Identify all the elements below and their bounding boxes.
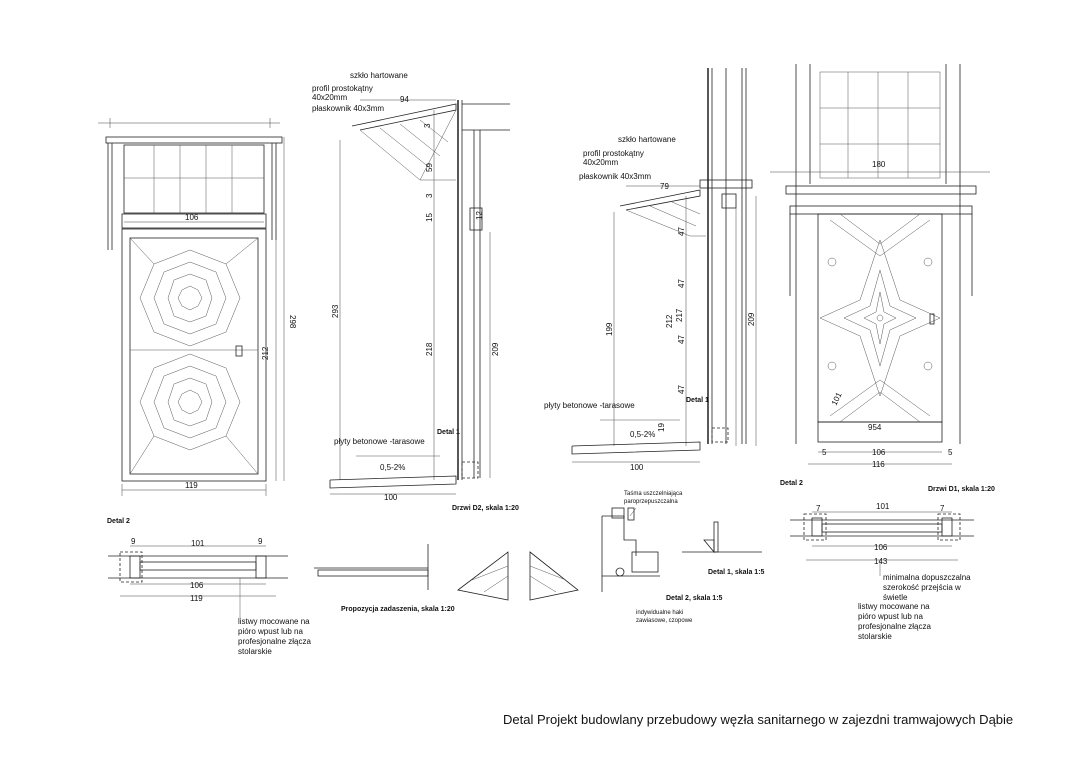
sec-d2-dim-100: 100 (384, 493, 398, 502)
det2r-dim-106: 106 (874, 543, 888, 552)
elev-d2-dim-212: 212 (261, 346, 270, 360)
sec-d1-dim-47a: 47 (677, 227, 686, 236)
roof-proposal: Propozycja zadaszenia, skala 1:20 (314, 544, 579, 613)
roof-proposal-caption: Propozycja zadaszenia, skala 1:20 (341, 606, 455, 613)
sec-d2-caption: Drzwi D2, skala 1:20 (452, 505, 519, 512)
sec-d2-label-flat: płaskownik 40x3mm (312, 104, 384, 113)
det2l-dim-9b: 9 (258, 537, 263, 546)
elev-d1-label-detail2: Detal 2 (780, 480, 803, 487)
det2l-title: Detal 2 (107, 518, 130, 525)
sec-d1-dim-209: 209 (747, 312, 756, 326)
sec-d1-dim-199: 199 (605, 322, 614, 336)
elev-d2-dim-298: 298 (288, 315, 297, 329)
sec-d1-dim-79: 79 (660, 182, 669, 191)
sec-d2-dim-209: 209 (491, 342, 500, 356)
elev-d2-dim-119: 119 (185, 481, 198, 490)
sec-d1-label-slope: 0,5-2% (630, 430, 655, 439)
elev-d1-dim-106: 106 (872, 448, 886, 457)
sec-d2-dim-15: 15 (425, 213, 434, 222)
elev-d1-dim-5a: 5 (822, 448, 827, 457)
det2r-dim-7b: 7 (940, 504, 945, 513)
sec-d2-dim-12: 12 (475, 211, 484, 220)
elev-d1-dim-954: 954 (868, 423, 882, 432)
det-mid-caption-1: Detal 1, skala 1:5 (708, 569, 765, 576)
det-mid-caption-2: Detal 2, skala 1:5 (666, 595, 723, 602)
sec-d1-dim-47c: 47 (677, 335, 686, 344)
det2l-dim-106: 106 (190, 581, 204, 590)
elevation-d1: 180 101 954 5 106 5 116 Detal 2 Drzwi D1… (770, 64, 995, 493)
sec-d1-dim-217: 217 (675, 308, 684, 322)
det2l-dim-119: 119 (190, 594, 203, 603)
elev-d1-dim-5b: 5 (948, 448, 953, 457)
sec-d1-label-glass: szkło hartowane (618, 135, 676, 144)
sec-d1-dim-19: 19 (657, 423, 666, 432)
sec-d2-dim-59: 59 (425, 163, 434, 172)
sec-d2-label-glass: szkło hartowane (350, 71, 408, 80)
elev-d1-dim-180: 180 (872, 160, 886, 169)
sec-d1-dim-47d: 47 (677, 385, 686, 394)
elev-d1-dim-116: 116 (872, 460, 885, 469)
sec-d1-label-slabs: płyty betonowe -tarasowe (544, 401, 635, 410)
sec-d1-dim-100: 100 (630, 463, 644, 472)
elev-d1-caption: Drzwi D1, skala 1:20 (928, 486, 995, 493)
elev-d1-dim-101: 101 (830, 390, 844, 406)
sec-d2-label-slabs: płyty betonowe -tarasowe (334, 437, 425, 446)
sec-d2-label-detail1: Detal 1 (437, 429, 460, 436)
sec-d2-dim-218: 218 (425, 342, 434, 356)
detail2-left: Detal 2 9 101 9 106 119 listwy mocowane … (107, 518, 311, 656)
sheet-title: Detal Projekt budowlany przebudowy węzła… (503, 712, 1014, 727)
sec-d2-dim-3a: 3 (423, 123, 432, 128)
sec-d2-label-slope: 0,5-2% (380, 463, 405, 472)
elev-d2-dim-106: 106 (185, 213, 199, 222)
elevation-d2: 106 119 298 212 (98, 118, 297, 496)
det2r-dim-7a: 7 (816, 504, 821, 513)
sec-d1-dim-212: 212 (665, 314, 674, 328)
sec-d1-label-detail1: Detal 1 (686, 397, 709, 404)
det2l-dim-101: 101 (191, 539, 205, 548)
det2r-dim-101: 101 (876, 502, 890, 511)
det2r-dim-143: 143 (874, 557, 888, 566)
sec-d1-label-flat: płaskownik 40x3mm (579, 172, 651, 181)
sec-d2-dim-3b: 3 (425, 193, 434, 198)
sec-d1-dim-47b: 47 (677, 279, 686, 288)
sec-d2-dim-293: 293 (331, 304, 340, 318)
sec-d2-dim-94: 94 (400, 95, 409, 104)
det2l-dim-9a: 9 (131, 537, 136, 546)
